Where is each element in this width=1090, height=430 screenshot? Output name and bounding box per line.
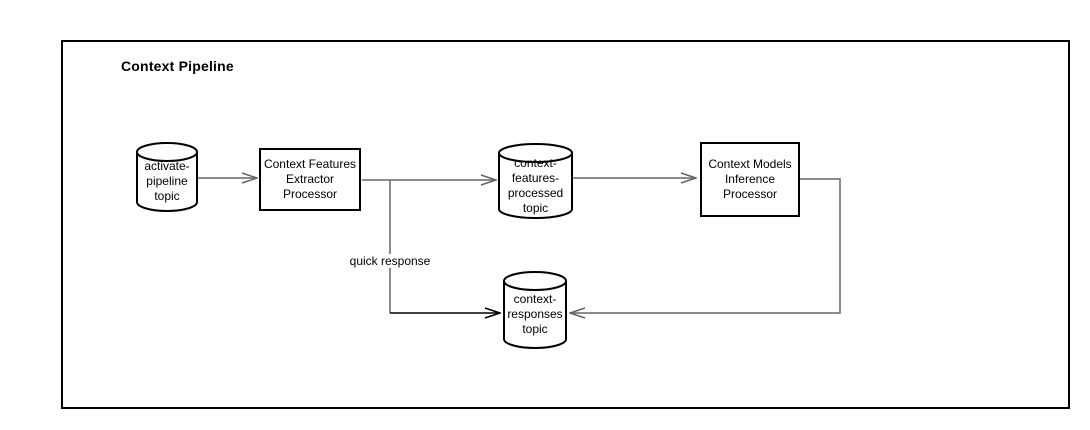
diagram-title: Context Pipeline <box>121 58 234 74</box>
diagram-border <box>61 40 1070 409</box>
cylinder-shape <box>136 142 198 212</box>
node-label-activate-pipeline-topic: activate- pipeline topic <box>144 159 190 203</box>
node-label-context-features-extractor-processor: Context Features Extractor Processor <box>263 157 357 201</box>
edge-label-quick-response: quick response <box>348 254 432 268</box>
cylinder-shape <box>498 143 573 219</box>
node-label-context-responses-topic: context- responses topic <box>507 292 563 336</box>
node-activate-pipeline-topic: activate- pipeline topic <box>136 142 198 212</box>
node-context-responses-topic: context- responses topic <box>503 271 567 349</box>
node-label-context-features-processed-topic: context- features- processed topic <box>507 155 564 215</box>
node-context-features-extractor-processor: Context Features Extractor Processor <box>259 148 361 211</box>
cylinder-shape <box>503 271 567 349</box>
node-context-features-processed-topic: context- features- processed topic <box>498 143 573 219</box>
node-label-context-models-inference-processor: Context Models Inference Processor <box>708 157 792 201</box>
node-context-models-inference-processor: Context Models Inference Processor <box>700 142 800 217</box>
edge-inference-to-responses-topic <box>570 178 841 313</box>
